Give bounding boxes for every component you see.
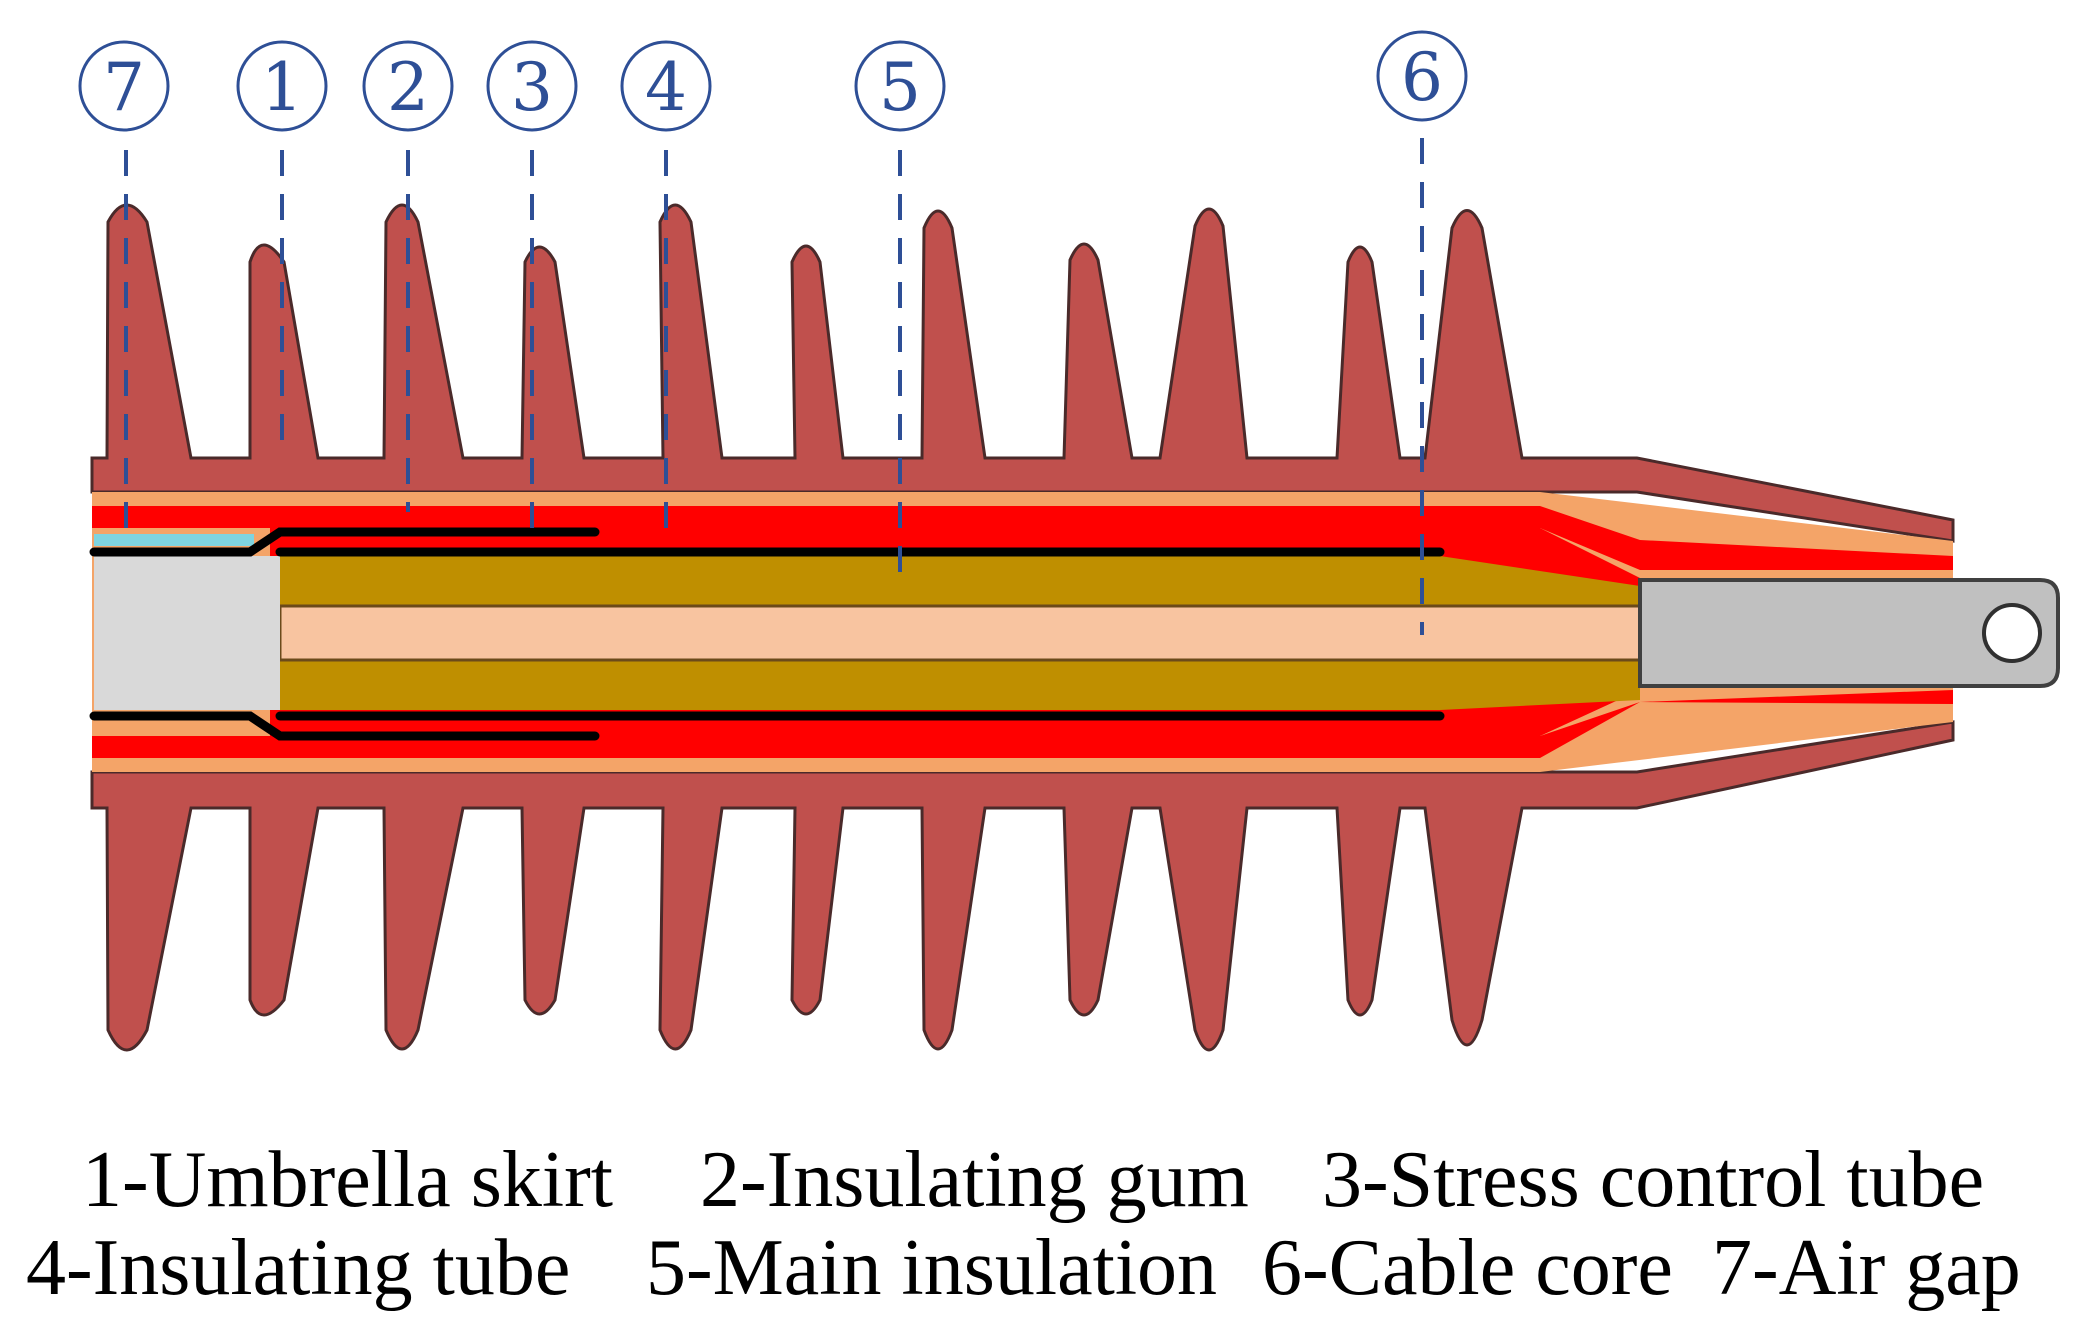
umbrella-skirt: [90, 203, 1955, 1052]
marker-2: 2: [362, 40, 454, 132]
stress-control-tube: [92, 506, 1953, 570]
marker-4-label: 4: [645, 49, 687, 126]
marker-7-label: 7: [103, 49, 145, 126]
marker-2-label: 2: [387, 49, 429, 126]
marker-5: 5: [854, 40, 946, 132]
legend-item-7: 7-Air gap: [1712, 1224, 2021, 1312]
legend-item-1: 1-Umbrella skirt: [82, 1136, 613, 1224]
terminal-lug: [1638, 578, 2060, 688]
marker-7: 7: [78, 40, 170, 132]
marker-6-label: 6: [1401, 39, 1443, 116]
legend-item-6: 6-Cable core: [1262, 1224, 1673, 1312]
marker-1: 1: [236, 40, 328, 132]
skirt-bottom: [90, 720, 1955, 1052]
marker-3: 3: [486, 40, 578, 132]
marker-6: 6: [1376, 30, 1468, 122]
marker-1-label: 1: [261, 49, 303, 126]
legend: 1-Umbrella skirt 2-Insulating gum 3-Stre…: [0, 1108, 2081, 1331]
stress-control-tube-bottom: [92, 690, 1953, 758]
marker-4: 4: [620, 40, 712, 132]
markers: 7 1 2 3 4 5 6: [78, 30, 1468, 132]
cable-end: [94, 556, 280, 710]
cable-core: [278, 604, 1652, 662]
legend-item-5: 5-Main insulation: [646, 1224, 1218, 1312]
legend-item-4: 4-Insulating tube: [26, 1224, 571, 1312]
air-gap: [94, 534, 254, 546]
leader-lines: [124, 138, 1424, 635]
skirt-top: [90, 203, 1955, 543]
legend-item-2: 2-Insulating gum: [700, 1136, 1249, 1224]
marker-3-label: 3: [511, 49, 553, 126]
semi-conductive-lines: [89, 527, 1445, 741]
terminal-hole: [1982, 603, 2042, 663]
legend-item-3: 3-Stress control tube: [1322, 1136, 1985, 1224]
marker-5-label: 5: [879, 49, 921, 126]
